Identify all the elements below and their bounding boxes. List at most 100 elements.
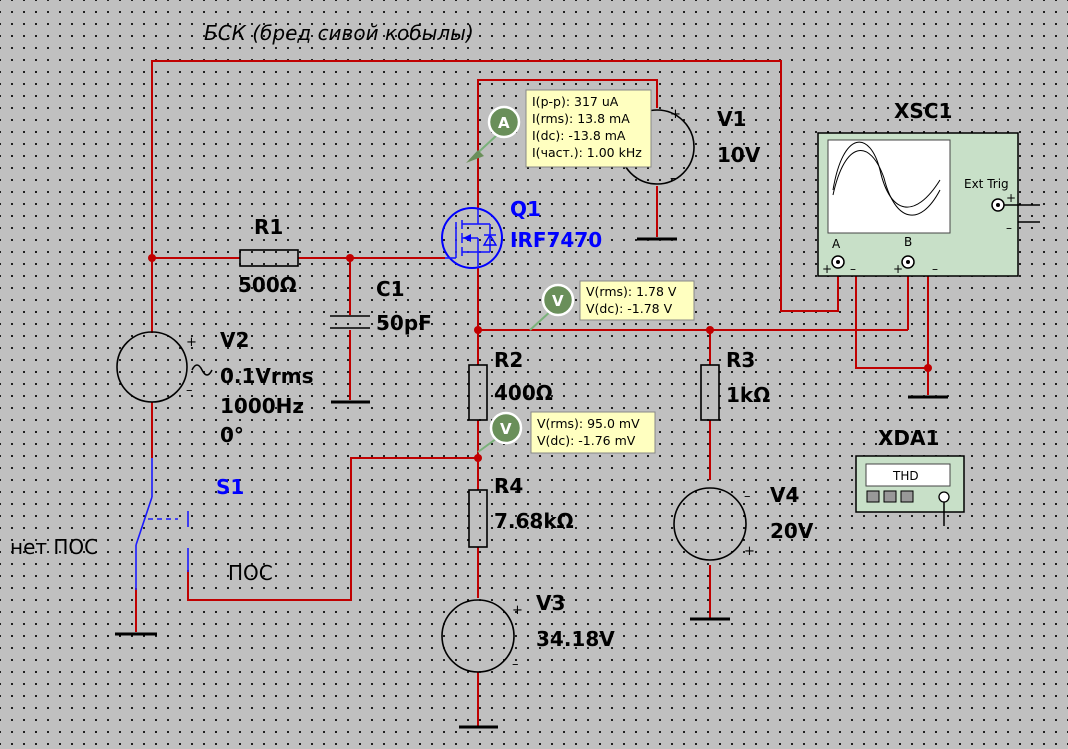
v2-ref: V2: [220, 328, 249, 352]
probe-readout-line: I(p-p): 317 uA: [532, 94, 619, 109]
resistor-icon: [700, 364, 720, 421]
junction: [148, 254, 156, 262]
scope-trace-b: [832, 150, 941, 216]
grounds: [115, 237, 948, 729]
minus-sign: –: [1006, 221, 1012, 235]
probe-readout: [525, 89, 652, 168]
probe-readout: [579, 280, 695, 321]
analyzer-button[interactable]: [883, 490, 897, 503]
plus-sign: +: [822, 262, 832, 276]
minus-sign: –: [850, 262, 856, 276]
mosfet-icon: [441, 207, 503, 269]
minus-sign: –: [512, 657, 519, 672]
diode-icon: [482, 233, 498, 246]
dc-source-v3[interactable]: + – V3 34.18V: [441, 591, 615, 673]
plus-sign: +: [1006, 191, 1016, 205]
minus-sign: –: [186, 383, 193, 398]
distortion-analyzer-xda1[interactable]: XDA1 THD: [855, 426, 965, 526]
probe-readout-line: I(rms): 13.8 mA: [532, 111, 630, 126]
dc-source-v1[interactable]: + – V1 10V: [619, 107, 761, 186]
oscilloscope-screen: [827, 139, 951, 234]
wire-top-loop: [151, 60, 839, 312]
analyzer-button[interactable]: [900, 490, 914, 503]
junction: [474, 454, 482, 462]
s1-label-no-feedback: нет ПОС: [10, 535, 98, 559]
r1-value: 500Ω: [238, 273, 297, 297]
analyzer-display-text: THD: [892, 469, 919, 483]
probe-voltage-source-node[interactable]: V V(rms): 1.78 V V(dc): -1.78 V: [529, 280, 695, 331]
minus-sign: –: [670, 171, 677, 186]
probe-letter: V: [552, 292, 564, 310]
resistor-r3[interactable]: R3 1kΩ: [700, 348, 770, 421]
xda1-ref: XDA1: [878, 426, 939, 450]
resistor-r1[interactable]: R1 500Ω: [238, 215, 299, 297]
probe-ammeter[interactable]: A I(p-p): 317 uA I(rms): 13.8 mA I(dc): …: [466, 89, 652, 168]
scope-trace-a: [832, 141, 941, 208]
minus-sign: –: [932, 262, 938, 276]
junction: [474, 326, 482, 334]
junction: [706, 326, 714, 334]
probe-readout-line: V(rms): 95.0 mV: [537, 416, 640, 431]
probe-letter: A: [498, 114, 510, 132]
plus-sign: +: [670, 107, 681, 122]
plus-sign: +: [893, 262, 903, 276]
analyzer-button[interactable]: [866, 490, 880, 503]
dc-source-icon: [441, 599, 515, 673]
plus-sign: +: [186, 335, 197, 350]
r2-value: 400Ω: [494, 381, 553, 405]
resistor-icon: [468, 489, 488, 548]
xsc1-ref: XSC1: [894, 99, 952, 123]
resistor-r4[interactable]: R4 7.68kΩ: [468, 474, 574, 548]
probe-readout-line: V(dc): -1.76 mV: [537, 433, 636, 448]
probe-voltage-divider[interactable]: V V(rms): 95.0 mV V(dc): -1.76 mV: [477, 411, 656, 454]
ext-trig-label: Ext Trig: [964, 177, 1009, 191]
capacitor-c1[interactable]: C1 50pF: [330, 277, 432, 335]
analyzer-display: [865, 463, 951, 487]
probe-readout: [530, 411, 656, 454]
v1-ref: V1: [717, 107, 746, 131]
plus-sign: +: [744, 544, 755, 559]
q1-model: IRF7470: [510, 228, 602, 252]
mosfet-q1[interactable]: Q1 IRF7470: [441, 197, 602, 269]
probe-pointer: [529, 309, 553, 331]
terminal-dot: [836, 260, 840, 264]
ammeter-probe-icon: [487, 105, 521, 139]
terminal-dot: [906, 260, 910, 264]
sine-wave-icon: [191, 364, 213, 376]
v4-ref: V4: [770, 483, 799, 507]
switch-blade-icon: [135, 496, 153, 546]
wire-drain-v1: [477, 79, 658, 210]
wires: [135, 60, 929, 726]
q1-ref: Q1: [510, 197, 541, 221]
voltage-probe-icon: [489, 411, 523, 445]
v2-frequency: 1000Hz: [220, 394, 304, 418]
v3-value: 34.18V: [536, 627, 615, 651]
switch-s1[interactable]: S1 нет ПОС ПОС: [10, 458, 273, 590]
dc-source-icon: [673, 487, 747, 561]
ac-source-v2[interactable]: + – V2 0.1Vrms 1000Hz 0°: [116, 328, 314, 447]
c1-ref: C1: [376, 277, 405, 301]
resistor-icon: [468, 364, 488, 421]
v3-ref: V3: [536, 591, 565, 615]
v2-phase: 0°: [220, 423, 244, 447]
terminal-dot: [996, 203, 1000, 207]
resistor-r2[interactable]: R2 400Ω: [468, 348, 553, 421]
schematic-title: БСК (бред сивой кобылы): [204, 21, 474, 45]
probe-letter: V: [500, 420, 512, 438]
probe-readout-line: V(rms): 1.78 V: [586, 284, 677, 299]
probe-readout-line: V(dc): -1.78 V: [586, 301, 673, 316]
analyzer-terminal-icon[interactable]: [938, 491, 950, 503]
probe-arrow-icon: [466, 150, 484, 163]
junction: [346, 254, 354, 262]
ac-source-icon: [116, 331, 188, 403]
minus-sign: –: [744, 489, 751, 504]
v2-amplitude: 0.1Vrms: [220, 364, 314, 388]
r3-ref: R3: [726, 348, 755, 372]
c1-value: 50pF: [376, 311, 432, 335]
oscilloscope-xsc1[interactable]: XSC1 Ext Trig + – A B + – + –: [817, 99, 1040, 277]
voltage-probe-icon: [541, 283, 575, 317]
r4-ref: R4: [494, 474, 523, 498]
dc-source-v4[interactable]: – + V4 20V: [673, 483, 814, 561]
junction: [924, 364, 932, 372]
